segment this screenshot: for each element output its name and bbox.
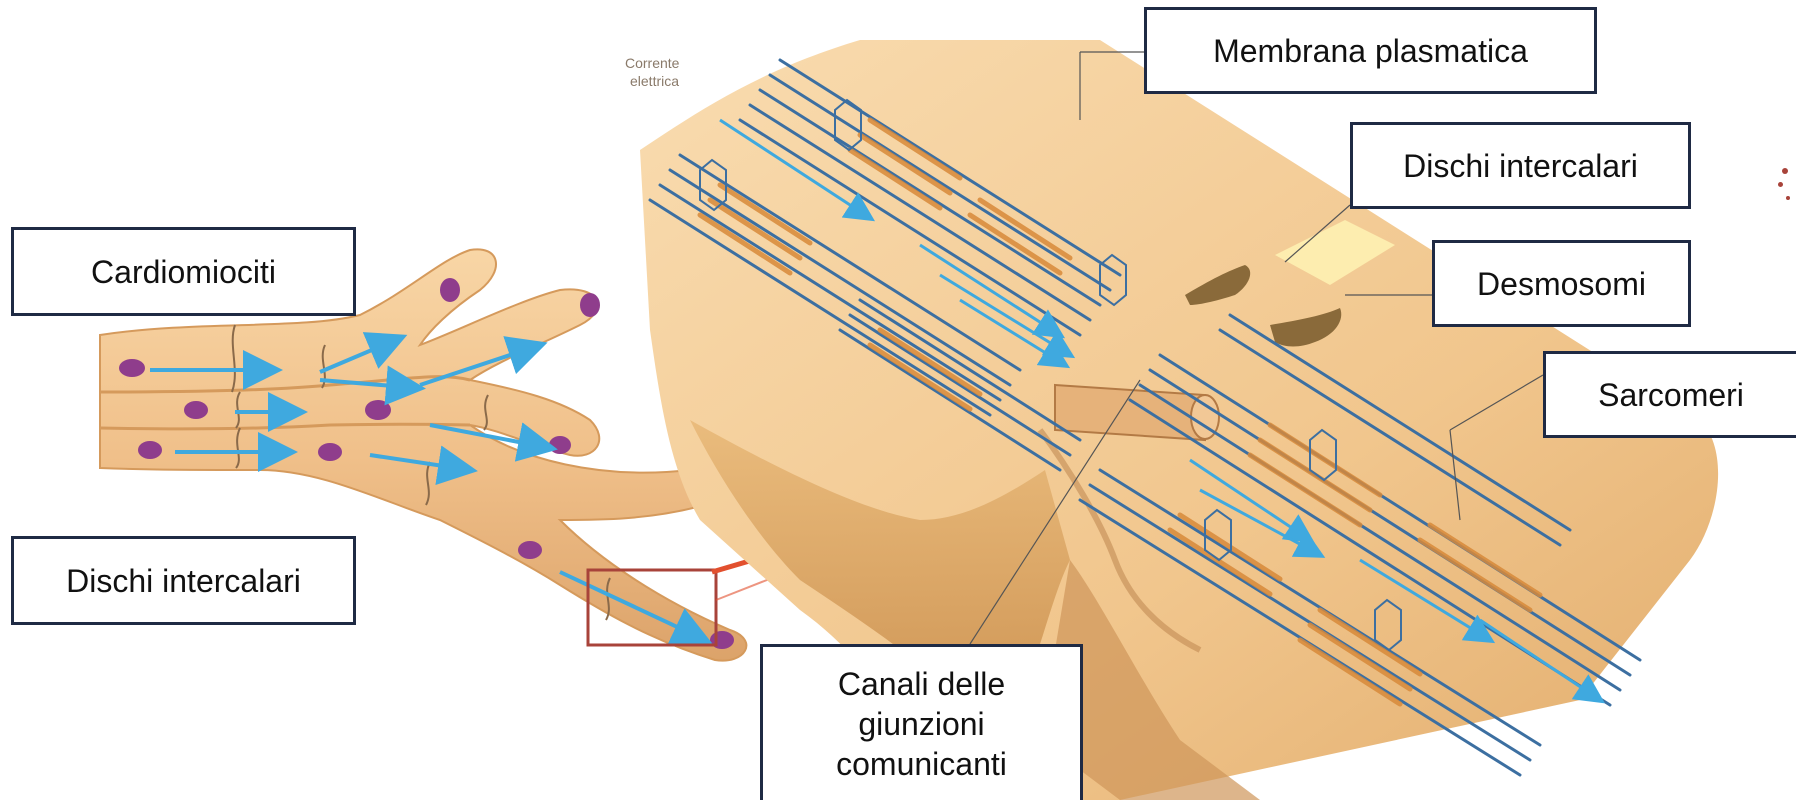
label-dischi-intercalari-left: Dischi intercalari [11, 536, 356, 625]
nucleus-6 [440, 278, 460, 302]
nucleus-7 [580, 293, 600, 317]
nucleus-4 [365, 400, 391, 420]
label-membrana-plasmatica: Membrana plasmatica [1144, 7, 1597, 94]
decorative-dot [1782, 168, 1788, 174]
label-cardiomiociti: Cardiomiociti [11, 227, 356, 316]
nucleus-2 [184, 401, 208, 419]
label-desmosomi-text: Desmosomi [1477, 264, 1646, 304]
label-dischi-intercalari-right-text: Dischi intercalari [1403, 146, 1638, 186]
corrente-label-line1: Corrente [625, 55, 680, 71]
nucleus-1 [119, 359, 145, 377]
label-canali-line1: Canali delle [838, 664, 1005, 704]
label-membrana-plasmatica-text: Membrana plasmatica [1213, 31, 1528, 71]
nucleus-9 [518, 541, 542, 559]
corrente-label-line2: elettrica [630, 73, 679, 89]
nucleus-8 [549, 436, 571, 454]
label-canali-giunzioni: Canali delle giunzioni comunicanti [760, 644, 1083, 800]
label-sarcomeri: Sarcomeri [1543, 351, 1796, 438]
label-dischi-intercalari-right: Dischi intercalari [1350, 122, 1691, 209]
nucleus-3 [138, 441, 162, 459]
label-desmosomi: Desmosomi [1432, 240, 1691, 327]
label-sarcomeri-text: Sarcomeri [1598, 375, 1744, 415]
label-canali-line2: giunzioni [858, 704, 984, 744]
label-canali-line3: comunicanti [836, 744, 1007, 784]
decorative-dot [1786, 196, 1790, 200]
nucleus-5 [318, 443, 342, 461]
decorative-dot [1778, 182, 1783, 187]
label-cardiomiociti-text: Cardiomiociti [91, 252, 276, 292]
label-dischi-intercalari-left-text: Dischi intercalari [66, 561, 301, 601]
